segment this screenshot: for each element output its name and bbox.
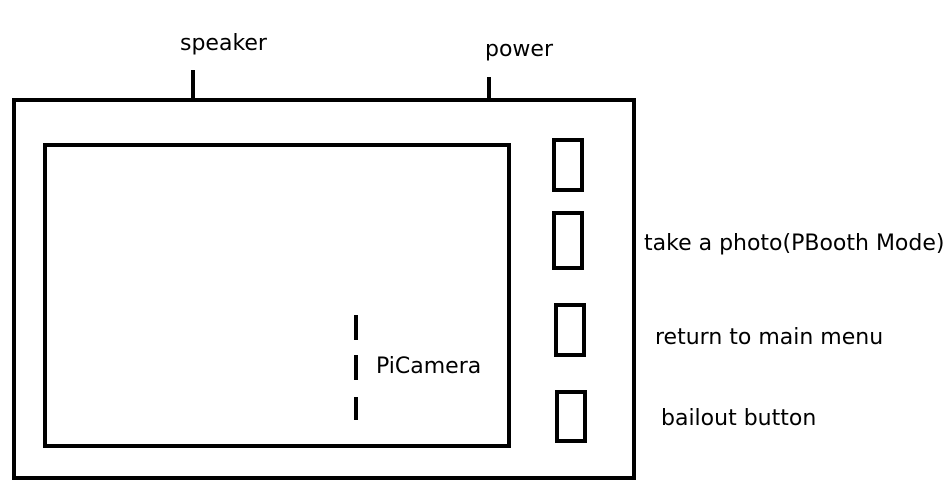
- speaker-label: speaker: [180, 31, 267, 56]
- top-button: [552, 138, 584, 192]
- bailout-label: bailout button: [661, 406, 817, 431]
- return-menu-button: [554, 303, 586, 357]
- picamera-label: PiCamera: [376, 354, 482, 379]
- return-menu-label: return to main menu: [655, 325, 884, 350]
- bailout-button: [555, 390, 587, 443]
- take-photo-label: take a photo(PBooth Mode): [644, 231, 945, 256]
- screen: [43, 143, 511, 448]
- power-label: power: [485, 37, 553, 62]
- take-photo-button: [552, 211, 584, 270]
- device-body: [12, 98, 636, 480]
